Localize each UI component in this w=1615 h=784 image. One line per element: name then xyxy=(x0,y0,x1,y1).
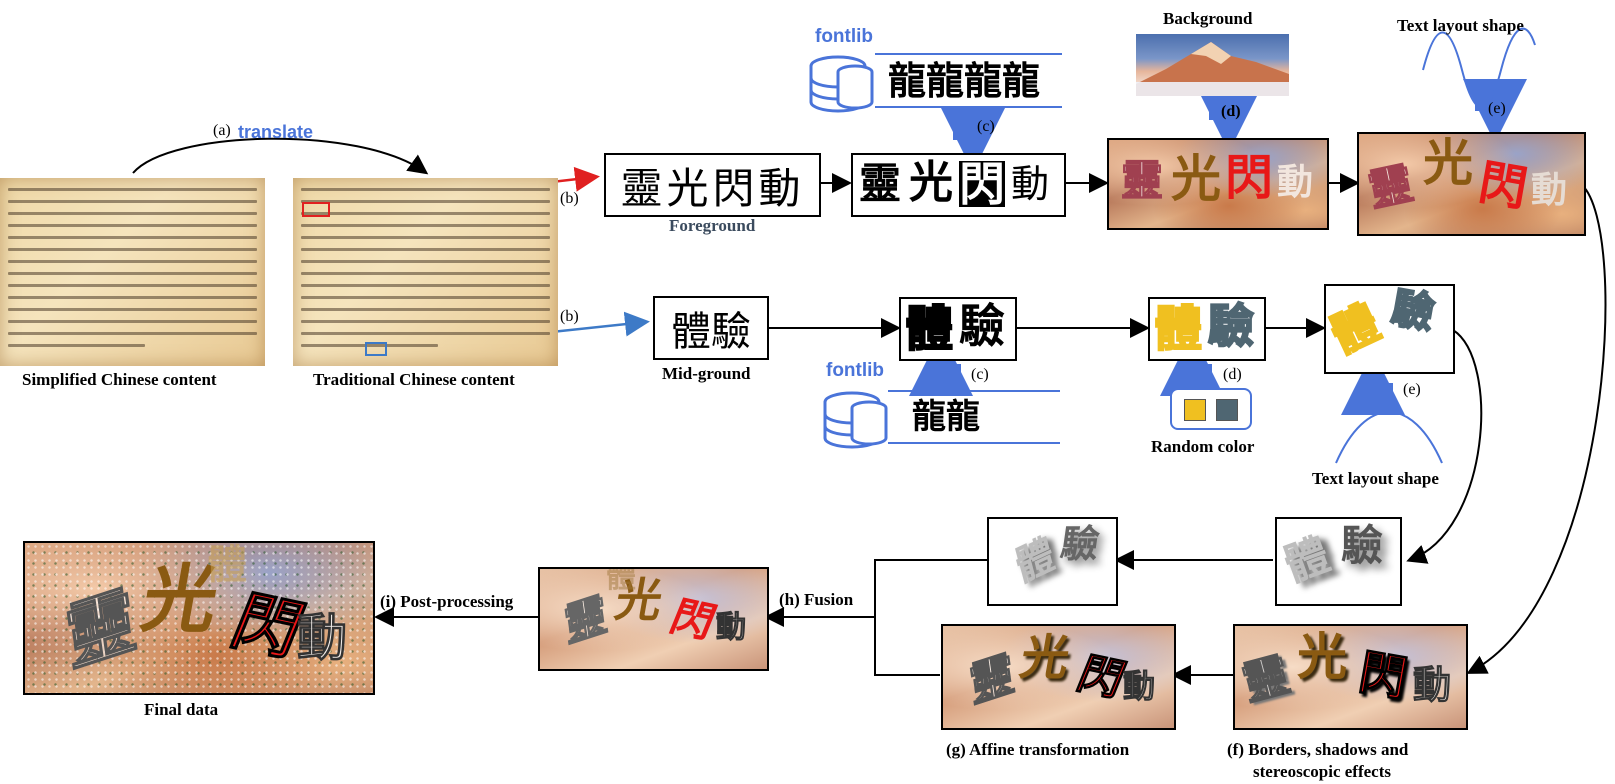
font-samples-top: 龍龍龍龍 xyxy=(888,58,1041,103)
midground-box: 體驗 xyxy=(653,296,769,360)
foreground-box: 靈光閃動 xyxy=(604,153,821,217)
bs-char-ling: 靈 xyxy=(1236,646,1296,712)
scene-char-shan: 閃 xyxy=(1225,150,1274,206)
char-ling: 靈 xyxy=(859,159,902,208)
final-char-ti: 體 xyxy=(207,541,247,588)
noise-overlay xyxy=(25,543,373,693)
layout-char-guang: 光 xyxy=(1423,133,1473,192)
fu-char-shan: 閃 xyxy=(663,592,724,647)
simplified-caption: Simplified Chinese content xyxy=(22,370,217,389)
mid-shadow-box: 體 驗 xyxy=(1275,517,1402,606)
background-thumbnail xyxy=(1136,34,1289,96)
text-layout-mid-caption: Text layout shape xyxy=(1312,469,1439,488)
fu-char-ti: 體 xyxy=(606,567,636,595)
scene-char-dong: 動 xyxy=(1277,161,1314,203)
step-d-mid: (d) xyxy=(1223,366,1242,383)
bs-char-shan: 閃 xyxy=(1354,644,1412,708)
af-char-dong: 動 xyxy=(1122,667,1156,705)
translate-arc xyxy=(132,137,429,175)
arch-curve xyxy=(1335,411,1443,464)
traditional-caption: Traditional Chinese content xyxy=(313,370,515,389)
mid-char-yan: 驗 xyxy=(959,299,1005,353)
mid-char-ti: 體 xyxy=(904,301,954,357)
step-h-label: (h) Fusion xyxy=(779,590,854,609)
scene-top-composite: 靈 光 閃 動 xyxy=(1107,138,1329,230)
step-b1-label: (b) xyxy=(560,190,579,207)
blue-highlight xyxy=(365,342,387,356)
color-palette xyxy=(1170,388,1252,430)
color-char-yan: 驗 xyxy=(1207,299,1255,353)
af-char-ling: 靈 xyxy=(966,644,1018,714)
font-samples-mid: 龍龍 xyxy=(912,397,980,437)
affine-char-yan: 驗 xyxy=(1057,521,1103,566)
step-a-label: (a) xyxy=(213,122,231,139)
shadow-char-ti: 體 xyxy=(1277,529,1337,593)
layout-char-yan: 驗 xyxy=(1387,284,1439,339)
bs-char-guang: 光 xyxy=(1297,627,1347,686)
affine-char-ti: 體 xyxy=(1010,529,1060,593)
fu-char-dong: 動 xyxy=(716,610,747,645)
scene-affine: 靈 光 閃 動 xyxy=(941,624,1176,730)
final-caption: Final data xyxy=(144,700,219,719)
color-char-ti: 體 xyxy=(1153,301,1203,357)
scene-char-ling: 靈 xyxy=(1120,156,1164,205)
step-e-top: (e) xyxy=(1488,100,1506,117)
final-char-dong: 動 xyxy=(297,608,348,667)
fontlib-top-label: fontlib xyxy=(815,26,874,47)
sine-wave xyxy=(1422,27,1536,109)
step-i-label: (i) Post-processing xyxy=(380,592,514,611)
scene-final: 靈 光 閃 動 體 xyxy=(23,541,375,695)
scene-char-guang: 光 xyxy=(1171,149,1221,208)
fontlib-mid-label: fontlib xyxy=(826,360,885,381)
af-char-guang: 光 xyxy=(1016,630,1074,686)
font-applied-box: 靈 光 閃 動 xyxy=(851,153,1066,217)
char-shan: 閃 xyxy=(959,157,1005,211)
text-layout-top-caption: Text layout shape xyxy=(1397,16,1524,35)
scene-fusion: 靈 光 閃 動 體 xyxy=(538,567,769,671)
shadow-char-yan: 驗 xyxy=(1341,521,1384,570)
step-f-label-2: stereoscopic effects xyxy=(1253,762,1391,781)
layout-char-dong: 動 xyxy=(1531,169,1568,211)
mid-font-applied-box: 體 驗 xyxy=(899,297,1017,361)
step-d-top: (d) xyxy=(1221,103,1241,120)
bs-char-dong: 動 xyxy=(1412,662,1452,707)
af-char-shan: 閃 xyxy=(1069,648,1133,707)
translate-label: translate xyxy=(238,122,314,142)
step-g-label: (g) Affine transformation xyxy=(946,740,1130,759)
random-color-caption: Random color xyxy=(1151,437,1255,456)
scene-borders-shadows: 靈 光 閃 動 xyxy=(1233,624,1468,730)
red-highlight xyxy=(302,202,330,217)
yellow-swatch xyxy=(1184,399,1206,421)
step-c-mid: (c) xyxy=(971,366,989,383)
step-b2-label: (b) xyxy=(560,308,579,325)
scene-top-layout: 靈 光 閃 動 xyxy=(1357,132,1586,236)
random-color-result-box: 體 驗 xyxy=(1148,297,1266,361)
midground-caption: Mid-ground xyxy=(662,364,751,383)
foreground-caption: Foreground xyxy=(669,216,756,235)
char-dong: 動 xyxy=(1011,162,1050,206)
fu-char-ling: 靈 xyxy=(561,588,611,654)
mid-affine-box: 體 驗 xyxy=(987,517,1118,606)
traditional-document xyxy=(293,178,558,366)
char-guang: 光 xyxy=(909,157,953,208)
step-f-label: (f) Borders, shadows and xyxy=(1227,740,1409,759)
step-c-top: (c) xyxy=(977,118,995,135)
final-char-ling: 靈 xyxy=(60,574,142,683)
layout-char-ti: 體 xyxy=(1324,294,1388,364)
simplified-document xyxy=(0,178,265,366)
step-e-mid: (e) xyxy=(1403,381,1421,398)
background-caption: Background xyxy=(1163,9,1253,28)
slate-swatch xyxy=(1216,399,1238,421)
mid-layout-box: 體 驗 xyxy=(1324,284,1455,374)
